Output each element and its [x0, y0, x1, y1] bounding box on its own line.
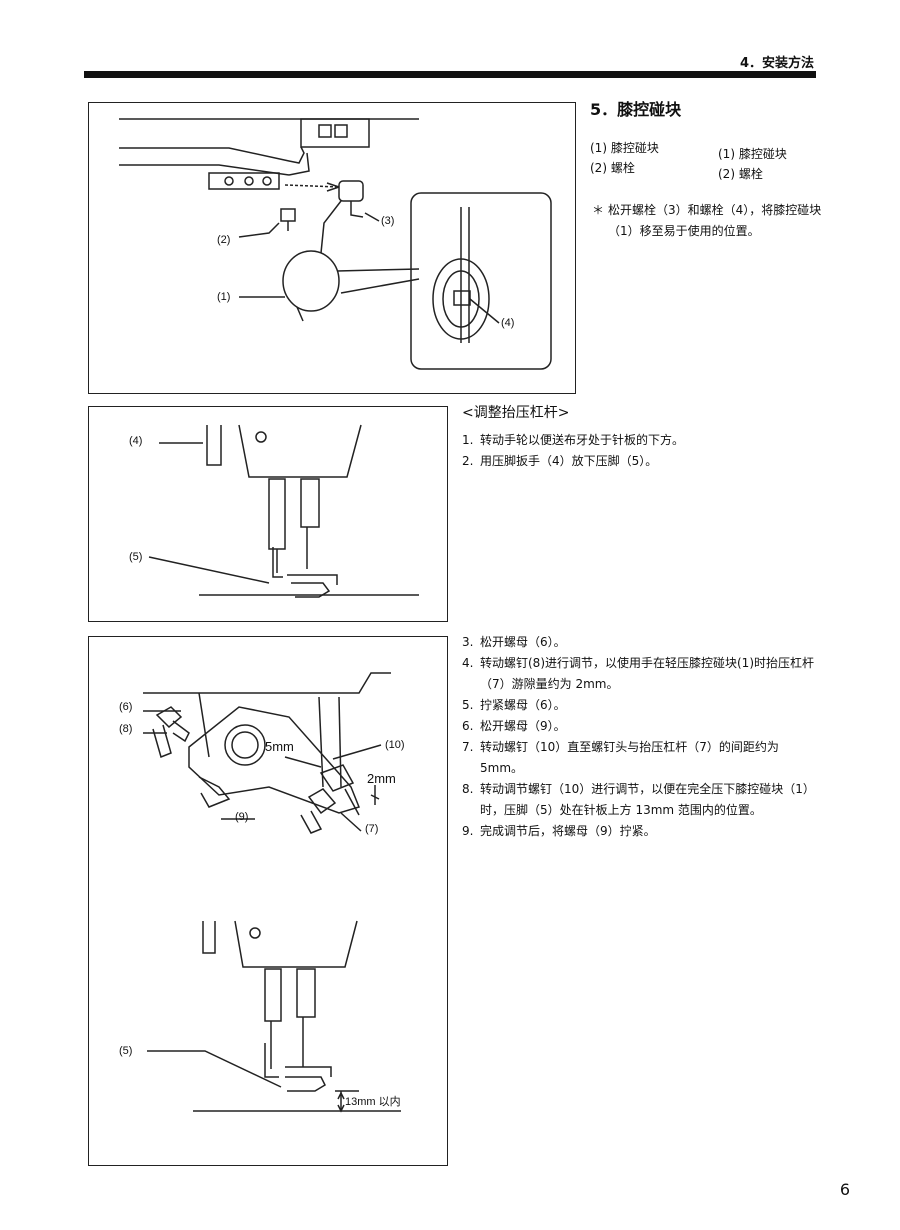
label-part-1: (1) — [217, 291, 231, 303]
presser-foot-illustration — [148, 424, 419, 598]
step-text: 转动手轮以便送布牙处于针板的下方。 — [480, 433, 685, 447]
label-part-2: (2) — [217, 234, 231, 246]
dimension-13mm: 13mm 以内 — [345, 1096, 401, 1108]
step-item: 1. 转动手轮以便送布牙处于针板的下方。 — [462, 430, 818, 451]
part-item: (2) 螺栓 — [718, 167, 763, 181]
step-number: 7. — [462, 740, 474, 754]
dimension-5mm: 5mm — [265, 739, 294, 754]
adjust-steps-part-b: 3. 松开螺母（6）。 4. 转动螺钉(8)进行调节，以使用手在轻压膝控碰块(1)时… — [462, 632, 818, 842]
parts-list-left: (1) 膝控碰块 (2) 螺栓 — [590, 138, 659, 178]
label-part-6: (6) — [119, 701, 133, 713]
step-text: 转动螺钉(8)进行调节，以使用手在轻压膝控碰块(1)时抬压杠杆（7）游隙量约为 … — [480, 656, 814, 691]
section-title: 5．膝控碰块 — [590, 100, 682, 119]
step-number: 2. — [462, 454, 474, 468]
note-marker: ＊ — [592, 203, 605, 217]
dimension-2mm: 2mm — [367, 771, 396, 786]
step-number: 8. — [462, 782, 474, 796]
page-number: 6 — [839, 1180, 850, 1199]
step-text: 拧紧螺母（6）。 — [480, 698, 566, 712]
part-item: (1) 膝控碰块 — [718, 147, 787, 161]
step-item: 6. 松开螺母（9）。 — [462, 716, 818, 737]
step-number: 4. — [462, 656, 474, 670]
parts-list-right: (1) 膝控碰块 (2) 螺栓 — [718, 144, 787, 184]
step-item: 4. 转动螺钉(8)进行调节，以使用手在轻压膝控碰块(1)时抬压杠杆（7）游隙量约… — [462, 653, 818, 695]
step-item: 3. 松开螺母（6）。 — [462, 632, 818, 653]
label-part-4: (4) — [129, 435, 143, 447]
step-item: 7. 转动螺钉（10）直至螺钉头与抬压杠杆（7）的间距约为 5mm。 — [462, 737, 818, 779]
step-number: 3. — [462, 635, 474, 649]
step-number: 6. — [462, 719, 474, 733]
note-text: 松开螺栓（3）和螺栓（4），将膝控碰块（1）移至易于使用的位置。 — [608, 203, 822, 238]
part-item: (1) 膝控碰块 — [590, 141, 659, 155]
label-part-9: (9) — [235, 811, 249, 823]
label-part-4: (4) — [501, 317, 515, 329]
label-part-5: (5) — [119, 1045, 133, 1057]
step-text: 转动调节螺钉（10）进行调节，以便在完全压下膝控碰块（1）时，压脚（5）处在针板… — [480, 782, 815, 817]
label-part-7: (7) — [365, 823, 379, 835]
step-item: 8. 转动调节螺钉（10）进行调节，以便在完全压下膝控碰块（1）时，压脚（5）处在… — [462, 779, 818, 821]
step-item: 9. 完成调节后，将螺母（9）拧紧。 — [462, 821, 818, 842]
part-item: (2) 螺栓 — [590, 161, 635, 175]
lever-adjustment-illustration — [143, 672, 401, 1113]
step-number: 5. — [462, 698, 474, 712]
step-text: 用压脚扳手（4）放下压脚（5）。 — [480, 454, 658, 468]
step-item: 5. 拧紧螺母（6）。 — [462, 695, 818, 716]
adjust-steps-part-a: 1. 转动手轮以便送布牙处于针板的下方。 2. 用压脚扳手（4）放下压脚（5）。 — [462, 430, 818, 472]
figure-knee-lifter-plate: (1) (2) (3) (4) — [88, 102, 576, 394]
label-part-8: (8) — [119, 723, 133, 735]
adjust-section-title: <调整抬压杠杆> — [462, 405, 570, 421]
note-paragraph: ＊ 松开螺栓（3）和螺栓（4），将膝控碰块（1）移至易于使用的位置。 — [592, 200, 824, 242]
figure-presser-foot-lowered: (4) (5) — [88, 406, 448, 622]
knee-lifter-illustration — [119, 118, 552, 370]
step-number: 9. — [462, 824, 474, 838]
step-item: 2. 用压脚扳手（4）放下压脚（5）。 — [462, 451, 818, 472]
step-text: 松开螺母（6）。 — [480, 635, 566, 649]
label-part-10: (10) — [385, 739, 405, 751]
step-text: 松开螺母（9）。 — [480, 719, 566, 733]
figure-lever-adjustment: (6) (8) (9) (10) (7) (5) 5mm 2mm 13mm 以内 — [88, 636, 448, 1166]
step-text: 完成调节后，将螺母（9）拧紧。 — [480, 824, 656, 838]
label-part-5: (5) — [129, 551, 143, 563]
step-text: 转动螺钉（10）直至螺钉头与抬压杠杆（7）的间距约为 5mm。 — [480, 740, 779, 775]
header-rule — [84, 71, 816, 78]
section-header-label: 4．安装方法 — [739, 56, 814, 71]
label-part-3: (3) — [381, 215, 395, 227]
step-number: 1. — [462, 433, 474, 447]
